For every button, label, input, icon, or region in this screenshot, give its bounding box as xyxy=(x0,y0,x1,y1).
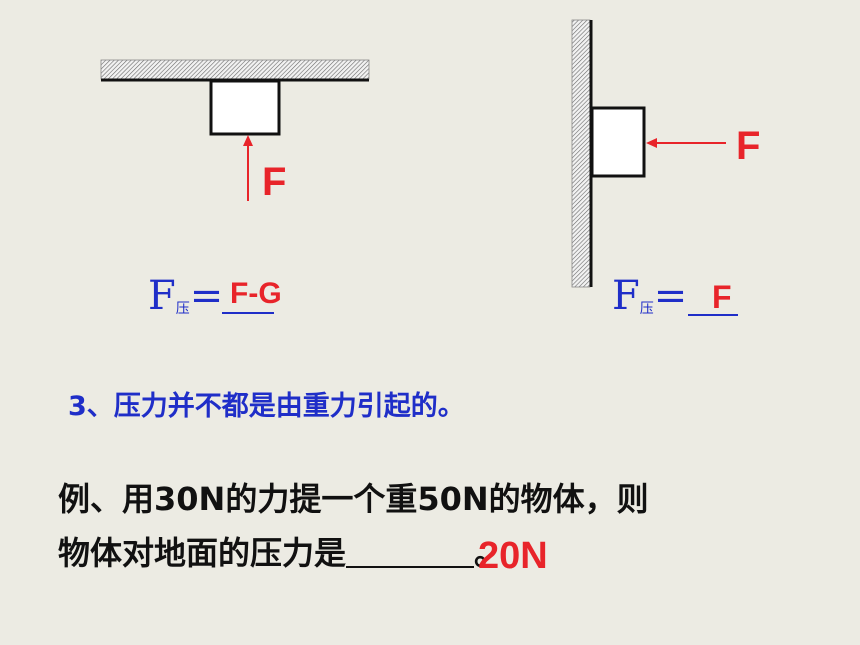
formula-equals: = xyxy=(189,273,224,319)
block-right xyxy=(590,106,646,178)
example-line-2-end: 。 xyxy=(474,534,507,572)
force-label-left: F xyxy=(262,160,287,204)
formula-equals: = xyxy=(653,273,688,319)
answer-blank-left xyxy=(222,312,274,314)
force-arrow-up xyxy=(243,135,253,201)
example-answer: 20N xyxy=(478,535,548,577)
example-line-1: 例、用30N的力提一个重50N的物体，则 xyxy=(58,480,649,518)
formula-right: F压= xyxy=(612,276,687,329)
example-answer-blank xyxy=(346,536,475,568)
formula-left: F压= xyxy=(148,276,223,329)
ceiling-surface xyxy=(100,59,370,82)
answer-right: F xyxy=(712,279,732,315)
wall-surface xyxy=(571,19,593,288)
formula-symbol: F xyxy=(612,273,640,319)
answer-left: F-G xyxy=(230,277,282,310)
point-text: 3、压力并不都是由重力引起的。 xyxy=(68,391,465,422)
answer-blank-right xyxy=(688,314,738,316)
force-label-right: F xyxy=(736,124,761,168)
block-left xyxy=(209,79,281,136)
force-arrow-left xyxy=(646,138,726,148)
example-line-2-text: 物体对地面的压力是 xyxy=(58,534,347,572)
formula-subscript: 压 xyxy=(639,301,654,317)
formula-symbol: F xyxy=(148,273,176,319)
formula-subscript: 压 xyxy=(175,301,190,317)
example-line-2: 物体对地面的压力是 。 xyxy=(58,528,506,578)
